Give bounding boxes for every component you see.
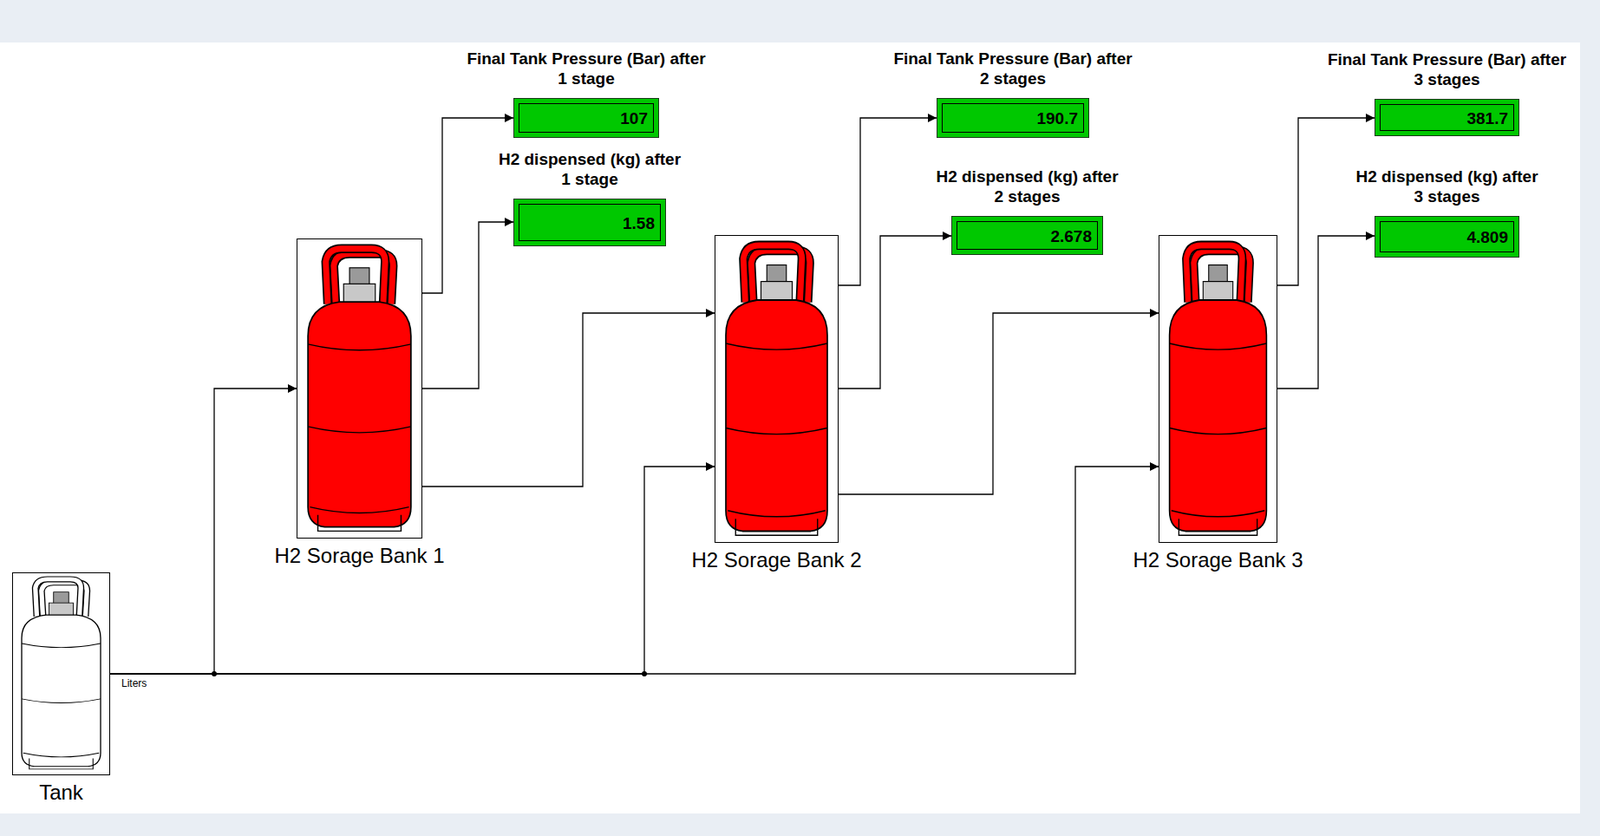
storage-tank: H2 Sorage Bank 1: [296, 238, 423, 539]
display-value: 190.7: [941, 103, 1085, 133]
pipe-connector: [838, 235, 952, 389]
pipe-connector: [422, 222, 514, 389]
pipe-connector: [422, 117, 514, 294]
pipe-connector: [838, 313, 1159, 495]
display-box: H2 dispensed (kg) after 1 stage1.58: [513, 198, 667, 247]
display-value: 2.678: [956, 221, 1098, 250]
display-box: H2 dispensed (kg) after 3 stages4.809: [1374, 215, 1520, 258]
pipe-connector: [1277, 235, 1375, 389]
storage-tank: H2 Sorage Bank 2: [714, 235, 839, 543]
display-heading: H2 dispensed (kg) after 3 stages: [1353, 167, 1541, 208]
pipe-connector: [110, 466, 715, 674]
pipe-connector: [110, 388, 297, 674]
display-value: 4.809: [1379, 221, 1515, 253]
display-heading: Final Tank Pressure (Bar) after 3 stages: [1321, 50, 1574, 91]
pipe-connector: [1277, 117, 1375, 286]
display-heading: Final Tank Pressure (Bar) after 2 stages: [887, 49, 1139, 90]
display-heading: H2 dispensed (kg) after 2 stages: [933, 167, 1121, 208]
tank-label: H2 Sorage Bank 1: [274, 543, 445, 569]
display-box: Final Tank Pressure (Bar) after 2 stages…: [936, 97, 1090, 138]
display-value: 107: [518, 103, 654, 133]
flow-unit-label: Liters: [121, 677, 147, 690]
tank-label: Tank: [39, 780, 84, 805]
tank-label: H2 Sorage Bank 3: [1132, 548, 1303, 573]
display-box: Final Tank Pressure (Bar) after 1 stage1…: [513, 97, 660, 138]
pipe-connector: [110, 466, 1159, 674]
display-value: 381.7: [1379, 104, 1515, 131]
pipe-connector: [422, 313, 715, 487]
display-value: 1.58: [518, 203, 661, 242]
pipe-connector: [838, 117, 937, 286]
tank-label: H2 Sorage Bank 2: [691, 548, 862, 573]
storage-tank: Tank: [12, 572, 111, 776]
display-heading: Final Tank Pressure (Bar) after 1 stage: [460, 49, 712, 90]
storage-tank: H2 Sorage Bank 3: [1158, 235, 1278, 543]
display-box: H2 dispensed (kg) after 2 stages2.678: [951, 215, 1104, 255]
display-heading: H2 dispensed (kg) after 1 stage: [496, 150, 684, 190]
display-box: Final Tank Pressure (Bar) after 3 stages…: [1374, 98, 1520, 137]
